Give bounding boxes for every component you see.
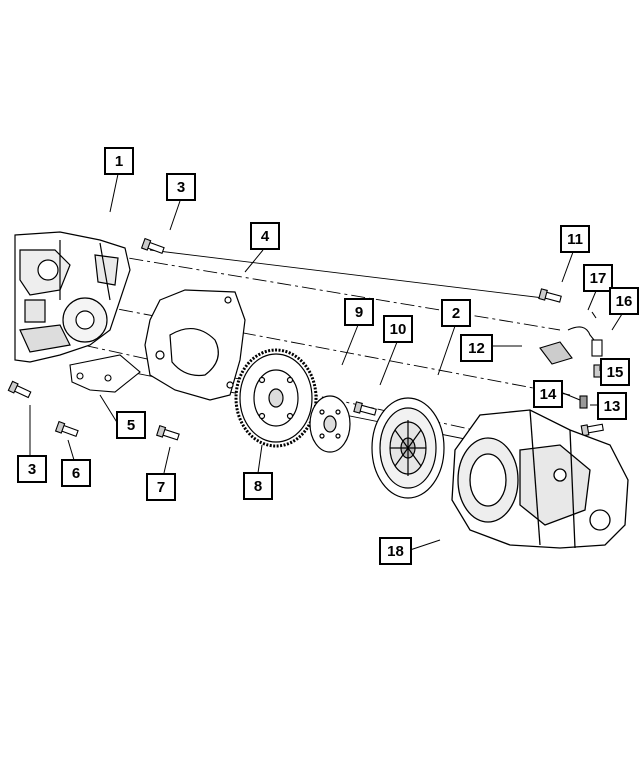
callout-label: 12 bbox=[468, 339, 485, 357]
callout-label: 15 bbox=[606, 363, 624, 381]
callout-label: 8 bbox=[253, 477, 263, 495]
callout-14: 14 bbox=[533, 380, 563, 408]
engine-block-icon bbox=[14, 231, 131, 363]
callout-label: 4 bbox=[260, 227, 270, 245]
bracket-icon bbox=[69, 354, 141, 393]
callout-label: 5 bbox=[126, 416, 136, 434]
callout-18: 18 bbox=[379, 537, 412, 565]
adapter-plate-icon bbox=[144, 289, 246, 401]
callout-label: 3 bbox=[27, 460, 37, 478]
callout-label: 9 bbox=[354, 303, 364, 321]
callout-4: 4 bbox=[250, 222, 280, 250]
callout-2: 2 bbox=[441, 299, 471, 327]
callout-label: 14 bbox=[539, 385, 557, 403]
callout-label: 16 bbox=[615, 292, 633, 310]
callout-label: 7 bbox=[156, 478, 166, 496]
callout-label: 10 bbox=[389, 320, 407, 338]
callout-13: 13 bbox=[597, 392, 627, 420]
callout-label: 3 bbox=[176, 178, 186, 196]
callout-label: 2 bbox=[451, 304, 461, 322]
bolt-icon bbox=[7, 237, 604, 441]
spacer-plate-icon bbox=[309, 395, 351, 453]
callout-1: 1 bbox=[104, 147, 134, 175]
callout-3-lower: 3 bbox=[17, 455, 47, 483]
callout-8: 8 bbox=[243, 472, 273, 500]
callout-10: 10 bbox=[383, 315, 413, 343]
flexplate-icon bbox=[234, 348, 318, 448]
callout-16: 16 bbox=[609, 287, 639, 315]
clutch-pressure-plate-icon bbox=[371, 397, 445, 499]
callout-5: 5 bbox=[116, 411, 146, 439]
callout-12: 12 bbox=[460, 334, 493, 362]
callout-9: 9 bbox=[344, 298, 374, 326]
callout-label: 17 bbox=[589, 269, 607, 287]
transaxle-icon bbox=[451, 409, 629, 549]
callout-17: 17 bbox=[583, 264, 613, 292]
callout-7: 7 bbox=[146, 473, 176, 501]
leader-lines bbox=[29, 173, 623, 551]
callout-label: 6 bbox=[71, 464, 81, 482]
callout-6: 6 bbox=[61, 459, 91, 487]
callout-label: 1 bbox=[114, 152, 124, 170]
callout-label: 18 bbox=[387, 542, 404, 560]
callout-15: 15 bbox=[600, 358, 630, 386]
callout-label: 11 bbox=[567, 230, 583, 248]
callout-3: 3 bbox=[166, 173, 196, 201]
callout-label: 13 bbox=[603, 397, 621, 415]
callout-11: 11 bbox=[560, 225, 590, 253]
